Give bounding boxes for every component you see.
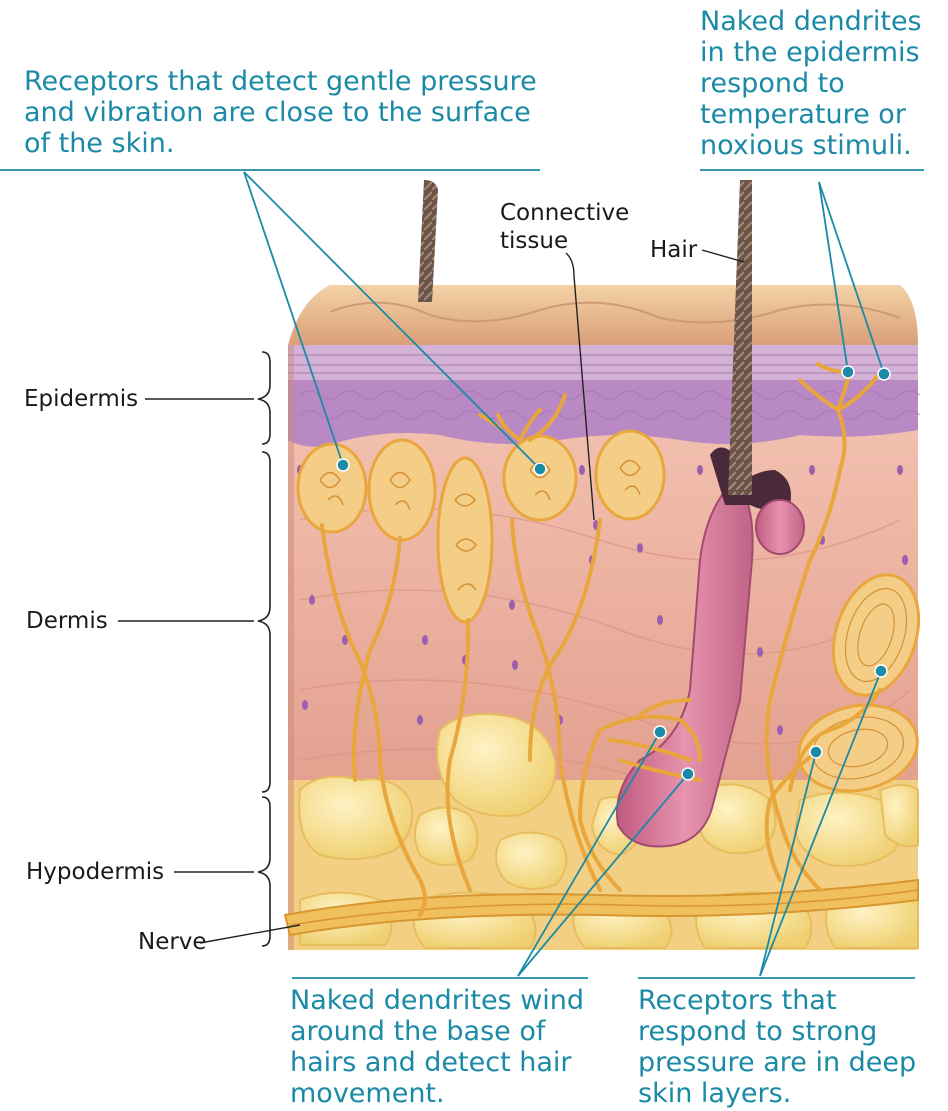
skin-surface (288, 285, 918, 345)
label-connective-tissue-line1: Connective (500, 200, 629, 226)
label-hair: Hair (650, 237, 697, 263)
label-nerve: Nerve (138, 929, 207, 955)
callout-strong-pressure-receptors: Receptors that respond to strong pressur… (638, 985, 938, 1109)
callout-naked-dendrites-hair-base: Naked dendrites wind around the base of … (290, 985, 610, 1109)
callout-naked-dendrites-epidermis: Naked dendrites in the epidermis respond… (700, 6, 940, 161)
callout-gentle-pressure: Receptors that detect gentle pressure an… (24, 66, 544, 159)
label-hypodermis: Hypodermis (26, 859, 164, 885)
layer-brackets (258, 352, 270, 946)
label-dermis: Dermis (26, 608, 108, 634)
label-connective-tissue-line2: tissue (500, 228, 568, 254)
hair-shaft-left (418, 180, 438, 302)
sebaceous-gland (756, 500, 804, 554)
label-epidermis: Epidermis (24, 386, 138, 412)
